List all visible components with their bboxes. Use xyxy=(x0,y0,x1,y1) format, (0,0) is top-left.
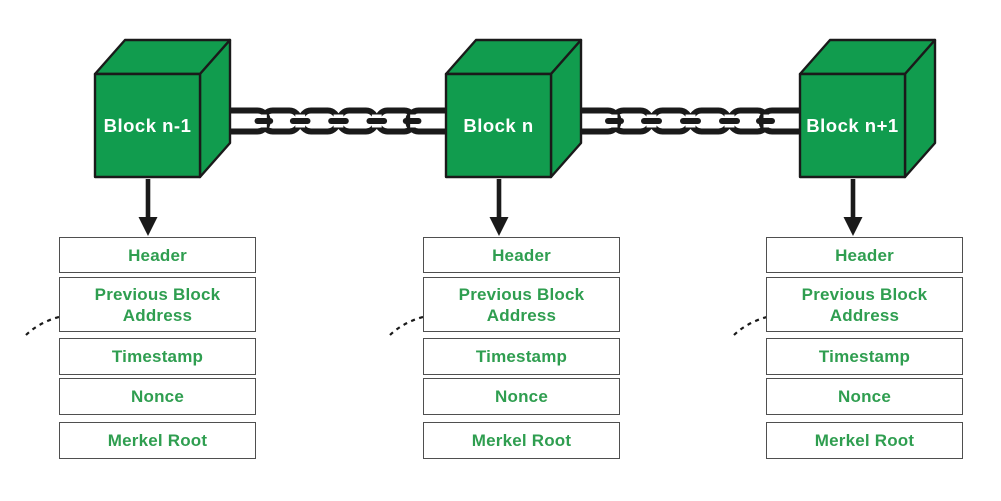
chain-links-icon xyxy=(230,107,446,135)
field-label: Previous Block Address xyxy=(94,284,221,325)
field-box-nonce: Nonce xyxy=(59,378,256,415)
block-fields-column-n+1: Header Previous Block Address Timestamp … xyxy=(766,237,963,459)
field-label: Merkel Root xyxy=(814,431,915,450)
cube-label: Block n-1 xyxy=(104,115,192,136)
field-label: Timestamp xyxy=(111,347,204,366)
chain-links-icon xyxy=(580,107,800,135)
block-fields-column-n: Header Previous Block Address Timestamp … xyxy=(423,237,620,459)
field-box-timestamp: Timestamp xyxy=(766,338,963,375)
block-cube-n: Block n xyxy=(444,38,583,179)
field-box-header: Header xyxy=(423,237,620,273)
field-label: Previous Block Address xyxy=(458,284,585,325)
cube-label: Block n xyxy=(463,115,533,136)
cube-label: Block n+1 xyxy=(806,115,898,136)
cube-front-face xyxy=(444,72,553,179)
field-box-previous-block-address: Previous Block Address xyxy=(59,277,256,332)
field-label: Header xyxy=(492,245,551,265)
field-label: Timestamp xyxy=(475,347,568,366)
field-box-header: Header xyxy=(766,237,963,273)
field-label: Nonce xyxy=(495,387,548,406)
field-label: Header xyxy=(128,245,187,265)
cube-front-face xyxy=(798,72,907,179)
down-arrow-icon xyxy=(489,179,509,236)
field-label: Header xyxy=(835,245,894,265)
field-box-previous-block-address: Previous Block Address xyxy=(423,277,620,332)
field-label: Nonce xyxy=(838,387,891,406)
field-box-header: Header xyxy=(59,237,256,273)
down-arrow-icon xyxy=(843,179,863,236)
field-box-timestamp: Timestamp xyxy=(59,338,256,375)
field-box-merkel-root: Merkel Root xyxy=(766,422,963,459)
field-label: Timestamp xyxy=(818,347,911,366)
down-arrow-icon xyxy=(138,179,158,236)
field-box-merkel-root: Merkel Root xyxy=(423,422,620,459)
field-label: Merkel Root xyxy=(107,431,208,450)
field-box-timestamp: Timestamp xyxy=(423,338,620,375)
block-fields-column-n-1: Header Previous Block Address Timestamp … xyxy=(59,237,256,459)
field-box-previous-block-address: Previous Block Address xyxy=(766,277,963,332)
field-label: Nonce xyxy=(131,387,184,406)
field-box-nonce: Nonce xyxy=(423,378,620,415)
cube-front-face xyxy=(93,72,202,179)
block-cube-n+1: Block n+1 xyxy=(798,38,937,179)
field-label: Previous Block Address xyxy=(801,284,928,325)
block-cube-n-1: Block n-1 xyxy=(93,38,232,179)
field-label: Merkel Root xyxy=(471,431,572,450)
field-box-merkel-root: Merkel Root xyxy=(59,422,256,459)
field-box-nonce: Nonce xyxy=(766,378,963,415)
